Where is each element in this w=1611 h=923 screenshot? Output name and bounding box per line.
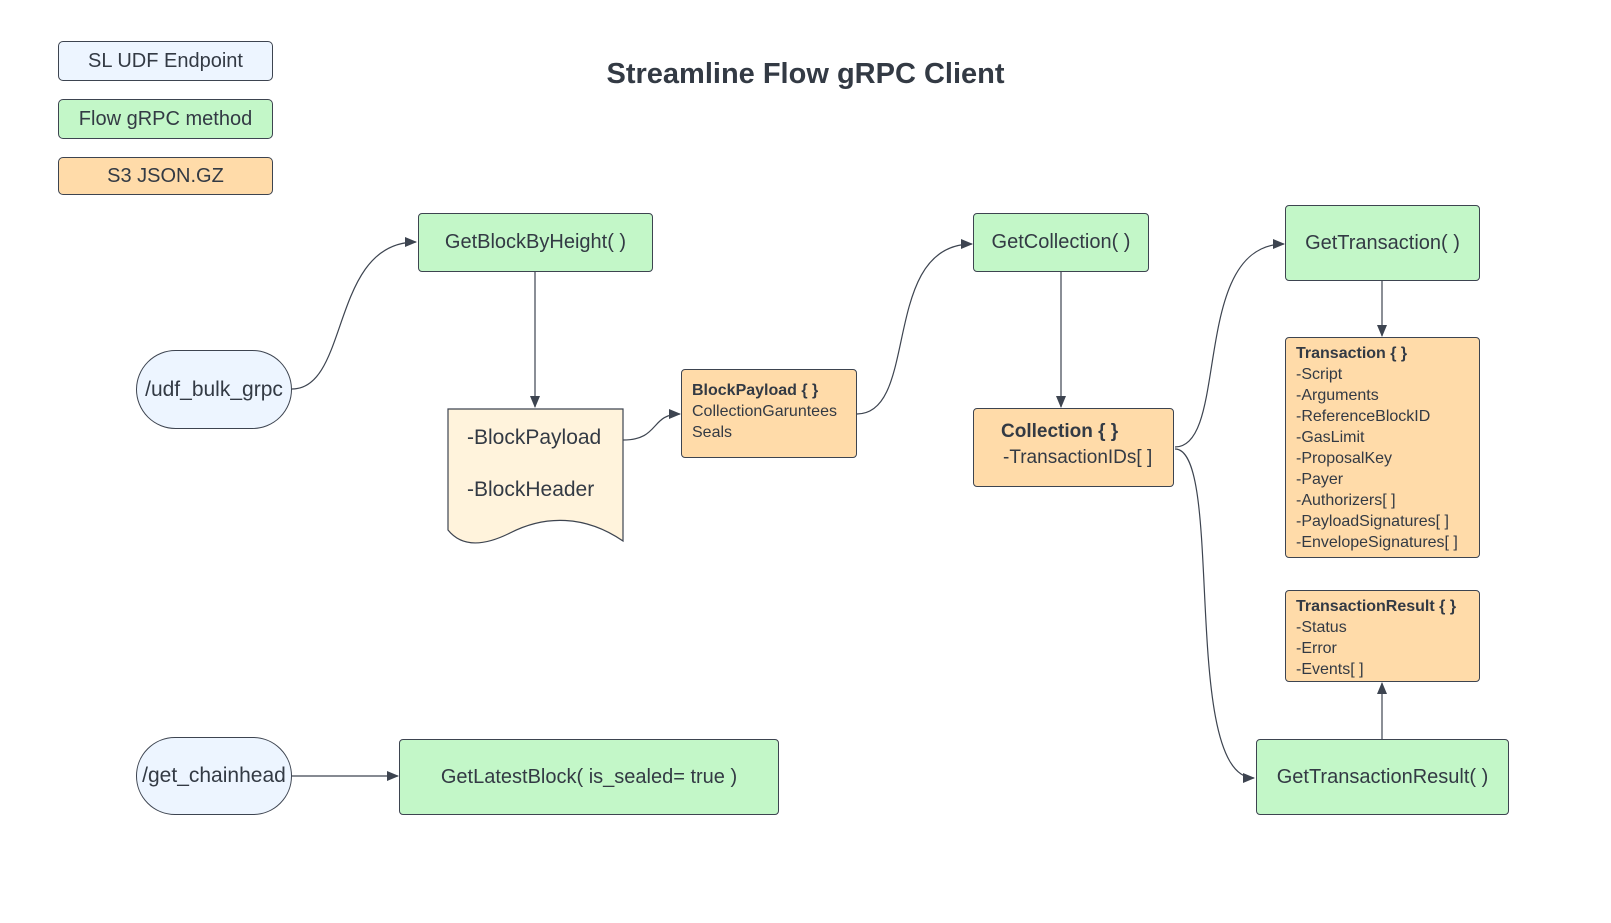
entity-transaction-result: TransactionResult { } -Status -Error -Ev… [1285, 590, 1480, 682]
block-document-shape [447, 408, 624, 544]
edge-bulk-to-getblock [291, 237, 417, 390]
legend-method: Flow gRPC method [58, 99, 273, 139]
entity-field: CollectionGaruntees [692, 403, 837, 420]
entity-field: -ReferenceBlockID [1296, 408, 1431, 425]
entity-field: -Status [1296, 619, 1347, 636]
endpoint-get-chainhead: /get_chainhead [136, 737, 292, 815]
method-get-collection: GetCollection( ) [973, 213, 1149, 272]
entity-header: Collection { } [1001, 421, 1119, 442]
entity-field: -Payer [1296, 471, 1344, 488]
entity-field: -ProposalKey [1296, 450, 1393, 467]
entity-field: -Error [1296, 640, 1337, 657]
entity-field: -Events[ ] [1296, 661, 1364, 678]
edge-collection-to-gettxresult [1174, 448, 1255, 783]
entity-field: -Script [1296, 366, 1343, 383]
legend-s3: S3 JSON.GZ [58, 157, 273, 195]
entity-transaction: Transaction { } -Script -Arguments -Refe… [1285, 337, 1480, 558]
entity-field: -EnvelopeSignatures[ ] [1296, 534, 1458, 551]
edge-blockpayload-to-getcollection [856, 239, 973, 415]
doc-line-blockheader: -BlockHeader [467, 478, 595, 501]
entity-collection: Collection { } -TransactionIDs[ ] [973, 408, 1174, 487]
entity-block-payload: BlockPayload { } CollectionGaruntees Sea… [681, 369, 857, 458]
entity-header: Transaction { } [1296, 345, 1408, 362]
method-get-latest-block: GetLatestBlock( is_sealed= true ) [399, 739, 779, 815]
entity-field: -GasLimit [1296, 429, 1365, 446]
entity-field: -PayloadSignatures[ ] [1296, 513, 1449, 530]
diagram-title: Streamline Flow gRPC Client [606, 58, 1005, 90]
entity-header: TransactionResult { } [1296, 598, 1457, 615]
entity-field: Seals [692, 424, 733, 441]
entity-field: -Authorizers[ ] [1296, 492, 1396, 509]
entity-header: BlockPayload { } [692, 382, 819, 399]
entity-field: -Arguments [1296, 387, 1379, 404]
legend-endpoint: SL UDF Endpoint [58, 41, 273, 81]
method-get-block-by-height: GetBlockByHeight( ) [418, 213, 653, 272]
edge-collection-to-gettransaction [1174, 239, 1285, 448]
doc-line-blockpayload: -BlockPayload [467, 426, 602, 449]
method-get-transaction-result: GetTransactionResult( ) [1256, 739, 1509, 815]
entity-field: -TransactionIDs[ ] [1003, 447, 1153, 468]
method-get-transaction: GetTransaction( ) [1285, 205, 1480, 281]
endpoint-udf-bulk-grpc: /udf_bulk_grpc [136, 350, 292, 429]
edge-doc-to-blockpayload [622, 409, 681, 441]
